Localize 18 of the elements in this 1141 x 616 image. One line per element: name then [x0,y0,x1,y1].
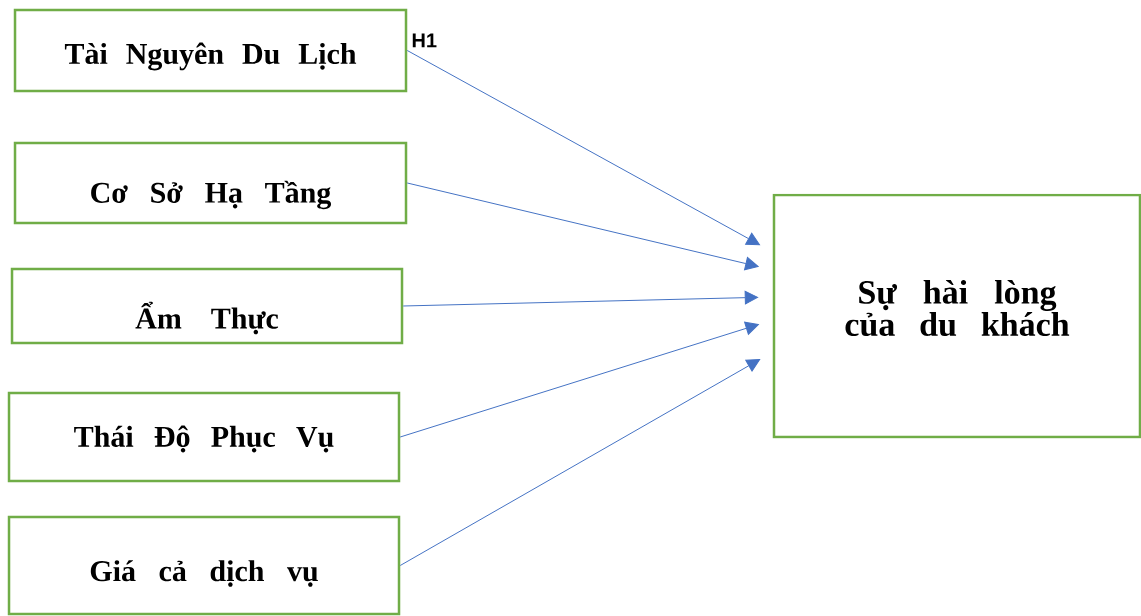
outcome-box [772,193,1141,439]
factor-box [7,515,401,616]
edge-label: H1 [412,33,437,48]
arrow [402,290,759,307]
factor-box [7,391,401,483]
box-text: Giá cả dịch vụ [90,560,318,587]
arrow [406,182,759,271]
arrow [399,321,759,438]
box-text: Ẩm Thực [135,301,279,335]
box-text: Sự hài lòng của du khách [845,279,1070,337]
box-text: Tài Nguyên Du Lịch [64,42,357,71]
factor-box [10,267,404,345]
box-text: Thái Độ Phục Vụ [74,425,334,453]
factor-box [13,8,408,93]
arrow [399,359,761,566]
factor-box [13,141,408,225]
arrow [406,50,760,246]
box-text: Cơ Sở Hạ Tầng [91,180,332,210]
